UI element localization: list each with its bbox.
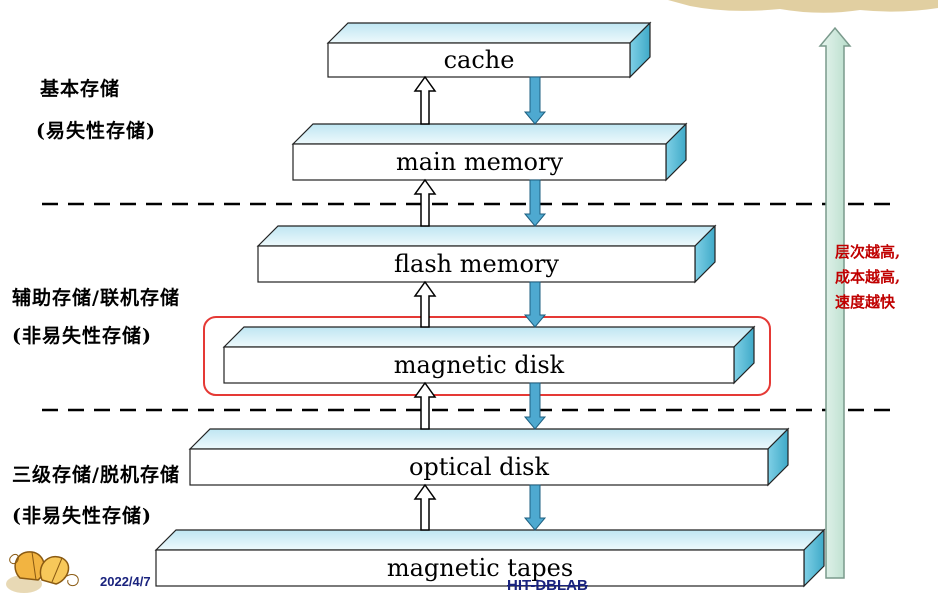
down-arrow-icon (523, 281, 547, 328)
down-arrow-icon (523, 179, 547, 227)
down-arrow-icon (523, 382, 547, 430)
up-arrow-icon (413, 178, 437, 227)
footer-brand: HIT-DBLAB (507, 577, 588, 594)
down-arrow-icon (523, 76, 547, 125)
level-label: magnetic tapes (387, 554, 573, 582)
level-label: main memory (396, 148, 563, 176)
hierarchy-note-line2: 成本越高, (835, 268, 901, 286)
tertiary-storage-title: 三级存储/脱机存储 (12, 464, 180, 486)
level-box-main-memory: main memory (291, 122, 688, 182)
secondary-storage-subtitle: (非易失性存储) (12, 325, 152, 347)
tall-up-arrow-icon (818, 26, 852, 579)
hierarchy-note-line3: 速度越快 (835, 293, 896, 311)
down-arrow-icon (523, 484, 547, 531)
level-label: cache (444, 46, 515, 74)
level-box-magnetic-disk: magnetic disk (222, 325, 756, 385)
highlight-frame (203, 316, 771, 396)
level-label: magnetic disk (394, 351, 565, 379)
up-arrow-icon (413, 483, 437, 531)
level-box-optical-disk: optical disk (188, 427, 790, 487)
leaf-logo-icon (6, 551, 79, 593)
level-box-magnetic-tapes: magnetic tapes (154, 528, 826, 588)
level-box-flash-memory: flash memory (256, 224, 717, 284)
up-arrow-icon (413, 280, 437, 328)
corner-decoration (668, 0, 938, 13)
level-label: optical disk (409, 453, 550, 481)
primary-storage-title: 基本存储 (40, 78, 121, 100)
level-label: flash memory (394, 250, 559, 278)
footer-date: 2022/4/7 (100, 574, 151, 589)
up-arrow-icon (413, 75, 437, 125)
primary-storage-subtitle: (易失性存储) (36, 120, 156, 142)
up-arrow-icon (413, 381, 437, 430)
level-box-cache: cache (326, 21, 652, 79)
secondary-storage-title: 辅助存储/联机存储 (12, 287, 180, 309)
hierarchy-note-line1: 层次越高, (835, 243, 901, 261)
hierarchy-note: 层次越高, 成本越高, 速度越快 (835, 240, 900, 315)
tertiary-storage-subtitle: (非易失性存储) (12, 505, 152, 527)
